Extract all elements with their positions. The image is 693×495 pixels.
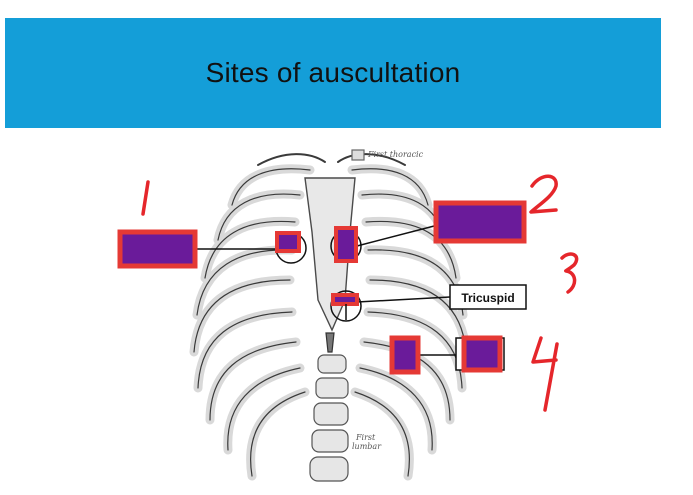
site-1-annotation	[117, 229, 307, 269]
handwritten-number-2	[529, 174, 558, 214]
site-2-redacted-marker	[334, 226, 358, 263]
ribcage-illustration	[189, 149, 471, 482]
first-lumbar-label-line1: First	[355, 433, 376, 442]
tricuspid-redacted-marker	[331, 293, 359, 306]
site-4-annotation	[389, 335, 505, 375]
first-lumbar-label-line2: lumbar	[352, 442, 382, 451]
handwritten-number-3	[560, 252, 579, 294]
handwritten-number-1	[141, 180, 150, 216]
title-banner: Sites of auscultation	[5, 18, 661, 128]
site-4-redacted-label	[461, 335, 503, 373]
site-1-redacted-label	[117, 229, 198, 269]
first-thoracic-label: First thoracic	[367, 150, 424, 159]
site-4-redacted-marker	[389, 335, 421, 375]
tricuspid-label-box	[449, 284, 527, 310]
slide-title: Sites of auscultation	[205, 57, 461, 88]
handwritten-number-4	[531, 336, 559, 412]
tricuspid-label: Tricuspid	[461, 291, 514, 305]
site-1-redacted-marker	[275, 231, 301, 253]
site-2-redacted-label	[433, 200, 527, 244]
site-tricuspid-annotation: Tricuspid	[330, 284, 527, 322]
site-2-annotation	[330, 200, 527, 263]
